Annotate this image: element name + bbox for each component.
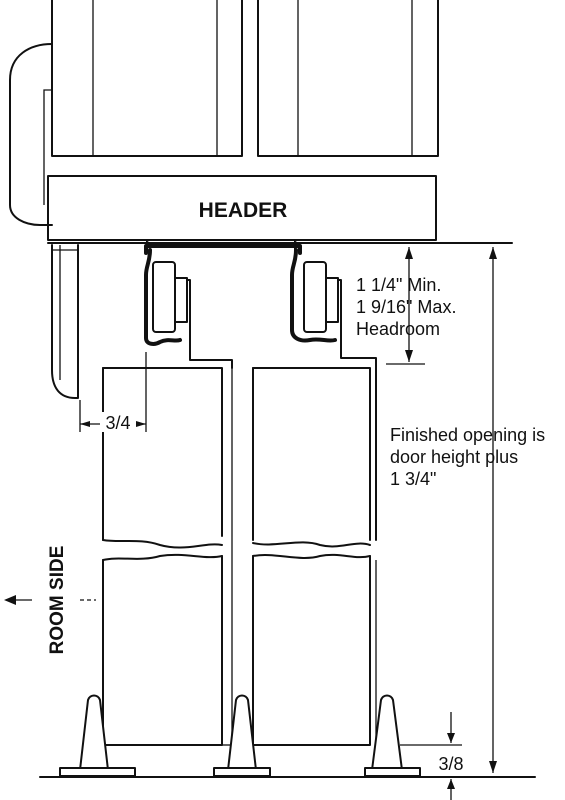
right-door-break-top bbox=[252, 541, 371, 548]
headroom-label-line-3: Headroom bbox=[356, 319, 440, 339]
opening-label-line-2: door height plus bbox=[390, 447, 518, 467]
upper-right-door bbox=[257, 0, 439, 157]
right-hanger-bracket bbox=[325, 277, 339, 323]
left-door-break-bottom bbox=[102, 553, 223, 561]
floor-guide-center bbox=[227, 694, 257, 771]
room-side: ROOM SIDE bbox=[4, 546, 96, 655]
room-side-label: ROOM SIDE bbox=[47, 546, 68, 655]
header: HEADER bbox=[47, 175, 513, 244]
offset-label: 3/4 bbox=[105, 413, 130, 433]
floor-gap-label: 3/8 bbox=[438, 754, 463, 774]
header-beam bbox=[47, 175, 437, 241]
headroom-label-line-1: 1 1/4" Min. bbox=[356, 275, 441, 295]
opening-dimension: Finished opening is door height plus 1 3… bbox=[390, 247, 545, 773]
right-hanger-wheel bbox=[303, 261, 327, 333]
floor-guide-left bbox=[79, 694, 109, 771]
guide-base-center bbox=[213, 767, 271, 777]
lower-right-door bbox=[252, 367, 377, 746]
lower-left-door bbox=[102, 367, 233, 746]
header-label: HEADER bbox=[199, 199, 288, 222]
upper-casing bbox=[9, 43, 53, 226]
right-hanger-arm bbox=[337, 279, 377, 541]
right-door-break-bottom bbox=[252, 553, 371, 559]
floor-guide-right bbox=[371, 694, 403, 771]
headroom-dimension: 1 1/4" Min. 1 9/16" Max. Headroom bbox=[356, 247, 456, 365]
track bbox=[144, 240, 337, 346]
opening-label-line-3: 1 3/4" bbox=[390, 469, 436, 489]
track-channel bbox=[144, 244, 302, 255]
left-hanger-arm bbox=[186, 279, 233, 369]
headroom-label-line-2: 1 9/16" Max. bbox=[356, 297, 456, 317]
upper-doors bbox=[51, 0, 439, 157]
floor-gap-dimension: 3/8 bbox=[400, 712, 464, 800]
guide-base-right bbox=[364, 767, 421, 777]
floor-guides bbox=[39, 694, 536, 778]
left-door-break-top bbox=[102, 539, 223, 549]
lower-casing bbox=[51, 244, 79, 399]
guide-base-left bbox=[59, 767, 136, 777]
wall-casing bbox=[9, 43, 79, 399]
upper-left-door bbox=[51, 0, 243, 157]
opening-label-line-1: Finished opening is bbox=[390, 425, 545, 445]
left-hanger-bracket bbox=[174, 277, 188, 323]
hangers bbox=[152, 261, 377, 541]
left-hanger-wheel bbox=[152, 261, 176, 333]
offset-dimension: 3/4 bbox=[79, 352, 147, 433]
